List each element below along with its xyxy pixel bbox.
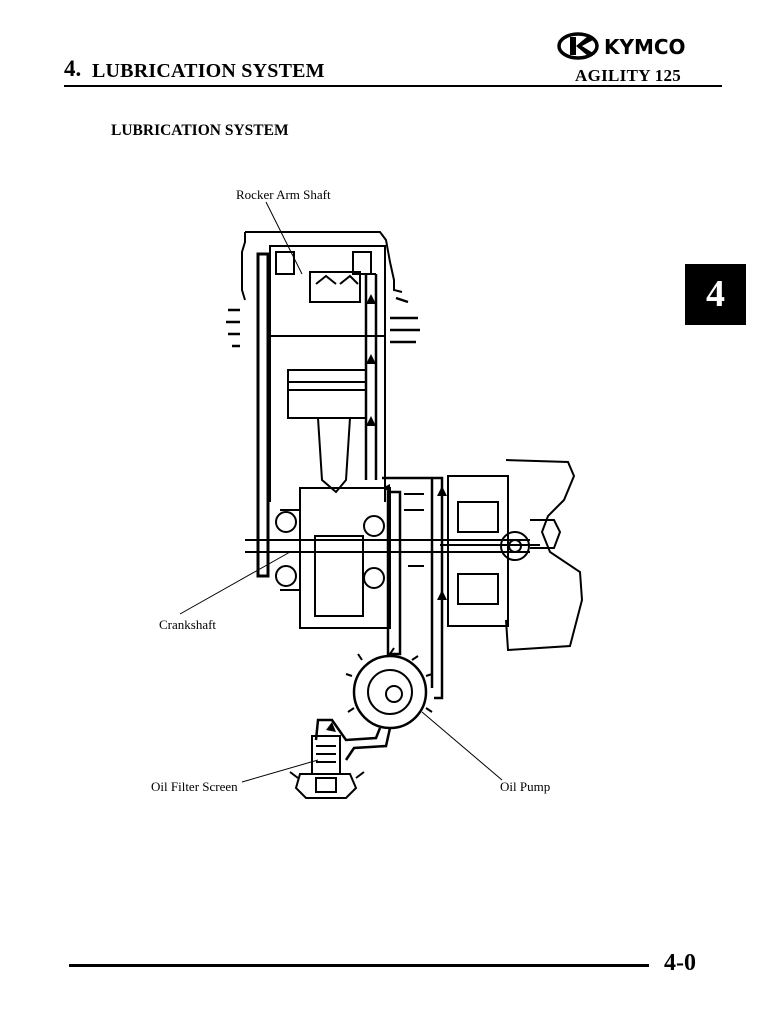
filter-cap xyxy=(294,773,358,799)
model-name: AGILITY 125 xyxy=(575,66,682,85)
valve-gear xyxy=(309,271,361,303)
bearing-left-upper xyxy=(275,511,297,533)
leader-oil-filter-screen xyxy=(241,759,319,783)
leader-rocker-arm-shaft xyxy=(265,201,303,275)
rocker-arms xyxy=(315,274,359,285)
chapter-number: 4. xyxy=(64,56,82,81)
head-fins-right xyxy=(390,296,420,344)
section-heading: LUBRICATION SYSTEM xyxy=(111,122,289,139)
cylinder-head xyxy=(269,245,386,337)
head-fins-left xyxy=(226,308,240,348)
oil-suction-line xyxy=(314,718,392,761)
connecting-rod xyxy=(317,417,351,494)
oil-line-right xyxy=(382,476,444,700)
label-crankshaft: Crankshaft xyxy=(159,617,217,632)
cylinder-block xyxy=(269,336,386,502)
oil-passage-riser xyxy=(364,274,378,480)
kymco-logo-icon xyxy=(557,32,599,60)
leader-oil-pump xyxy=(421,711,503,781)
footer-rule xyxy=(69,964,649,967)
oil-pump-gear xyxy=(352,654,428,730)
cylinder-head-cover xyxy=(241,231,403,301)
leader-crankshaft xyxy=(179,551,291,615)
timing-chain xyxy=(386,490,402,656)
label-oil-pump: Oil Pump xyxy=(500,779,551,794)
cam-chain xyxy=(256,252,270,578)
bearing-left-lower xyxy=(275,565,297,587)
chapter-title: LUBRICATION SYSTEM xyxy=(92,60,325,82)
header-rule xyxy=(64,85,722,87)
leader-lines xyxy=(179,201,503,783)
oil-pump-teeth xyxy=(345,647,433,713)
bearing-right-lower xyxy=(363,567,385,589)
label-rocker-arm-shaft: Rocker Arm Shaft xyxy=(236,187,331,202)
bearing-right-upper xyxy=(363,515,385,537)
flow-arrows xyxy=(326,294,447,732)
kymco-logo: KYMCO xyxy=(557,32,686,60)
crank-web xyxy=(314,535,364,617)
clutch-housing xyxy=(447,475,509,627)
chapter-tab: 4 xyxy=(685,264,746,325)
label-oil-filter-screen: Oil Filter Screen xyxy=(151,779,238,794)
pulley-outline xyxy=(505,459,584,652)
lubrication-diagram xyxy=(179,201,584,799)
page-number: 4-0 xyxy=(664,950,696,976)
piston xyxy=(287,369,367,419)
crankcase xyxy=(299,487,391,629)
brand-name: KYMCO xyxy=(604,35,686,59)
